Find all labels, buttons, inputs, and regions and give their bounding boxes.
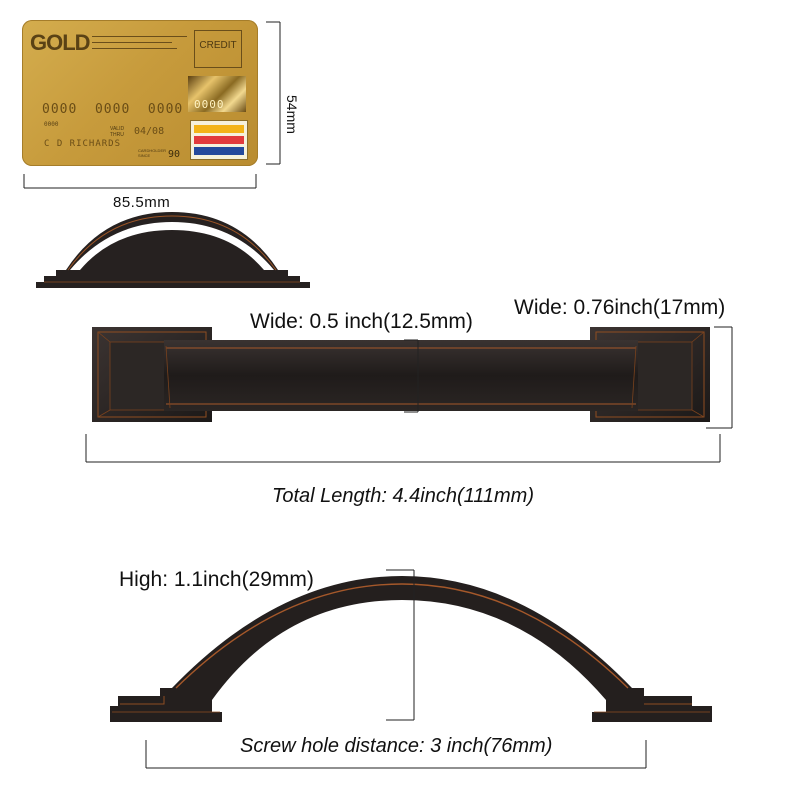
card-type-box <box>194 30 242 68</box>
card-brand: GOLD <box>30 30 91 55</box>
hologram <box>188 76 246 112</box>
handle-width-label: Wide: 0.5 inch(12.5mm) <box>250 310 473 333</box>
handle-side-view <box>110 576 712 722</box>
card-width-dimension <box>23 174 257 189</box>
since-label: CARDHOLDER SINCE <box>138 148 167 158</box>
height-dimension <box>386 569 415 721</box>
brand-line <box>92 36 187 37</box>
card-width-label: 85.5mm <box>113 194 171 211</box>
screw-hole-dimension <box>145 740 647 769</box>
logo-stripe-red <box>194 136 244 144</box>
card-small-code: 0000 <box>44 121 59 128</box>
card-number: 0000 0000 0000 <box>42 102 184 117</box>
base-width-dimension <box>706 326 733 429</box>
total-length-dimension <box>85 434 721 463</box>
card-logo <box>190 120 248 160</box>
screw-hole-label: Screw hole distance: 3 inch(76mm) <box>240 735 553 757</box>
credit-card: GOLD CREDIT 0000 0000 0000 0000 0000 VAL… <box>22 20 258 166</box>
handle-top-view <box>92 327 710 422</box>
since-value: 90 <box>168 149 181 160</box>
card-type: CREDIT <box>199 40 237 51</box>
base-width-label: Wide: 0.76inch(17mm) <box>514 296 726 319</box>
cardholder-name: C D RICHARDS <box>44 139 122 149</box>
brand-line <box>92 48 177 49</box>
height-label: High: 1.1inch(29mm) <box>119 568 314 591</box>
valid-date: 04/08 <box>134 126 165 137</box>
logo-stripe-yellow <box>194 125 244 133</box>
valid-label: VALID THRU <box>110 126 125 138</box>
total-length-label: Total Length: 4.4inch(111mm) <box>272 485 535 507</box>
brand-line <box>92 42 172 43</box>
card-height-dimension <box>266 21 281 165</box>
logo-stripe-blue <box>194 147 244 155</box>
small-handle-side-view <box>36 212 310 288</box>
handle-width-dimension <box>404 339 419 413</box>
chip-digits: 0000 <box>194 98 225 111</box>
